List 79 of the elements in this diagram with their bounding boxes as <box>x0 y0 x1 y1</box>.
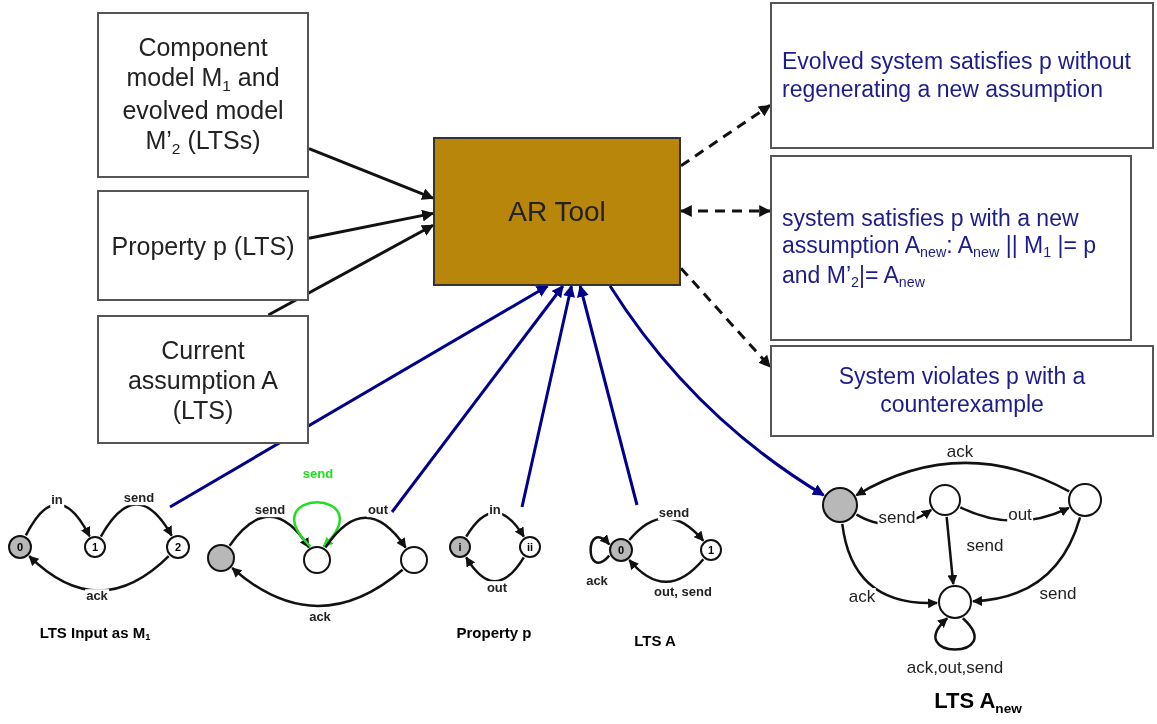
edge-label: send <box>877 509 917 527</box>
edge-label: ack <box>308 610 332 624</box>
box-text: Component model M$_{1}$ and evolved model M’$_{2}$ (LTSs) <box>121 31 285 159</box>
state-label: 2 <box>174 541 182 553</box>
state-circle <box>938 585 972 619</box>
diagram-caption: LTS Input as M$_{1}$ <box>39 623 151 643</box>
arrow <box>308 209 435 240</box>
state-circle <box>519 536 541 558</box>
state-circle <box>400 546 428 574</box>
arrow <box>841 523 938 608</box>
edge-label: ack <box>85 589 109 603</box>
state-label: ii <box>526 541 534 553</box>
state-label: i <box>458 541 462 553</box>
arrow <box>520 284 575 508</box>
edge-label: send <box>122 491 156 505</box>
state-label: 1 <box>707 544 715 556</box>
arrow <box>945 516 958 586</box>
state-label: 1 <box>91 541 99 553</box>
arrow <box>855 461 1070 497</box>
arrow <box>308 147 435 200</box>
input-box <box>97 12 309 178</box>
diagram-caption: LTS A$_{new}$ <box>934 688 1022 716</box>
state-circle <box>1068 483 1102 517</box>
arrow <box>231 567 404 608</box>
edge-label: in <box>50 493 64 507</box>
box-text: system satisfies p with a new assumption A$_{new}$: A$_{new}$ || M$_{1}$ |= p and M’$_{2}$|= A$_{new}$ <box>782 204 1098 292</box>
result-box <box>770 2 1154 149</box>
self-loop-arrow <box>589 534 611 564</box>
box-text: Property p (LTS) <box>111 230 295 261</box>
state-circle <box>700 539 722 561</box>
input-box <box>97 315 309 444</box>
diagram-caption: Property p <box>456 623 532 641</box>
initial-state-circle <box>449 536 471 558</box>
self-loop-arrow <box>293 501 341 548</box>
edge-label: ack <box>585 574 609 588</box>
dashed-arrow <box>680 104 771 167</box>
initial-state-circle <box>207 544 235 572</box>
edge-label: send <box>253 503 287 517</box>
arrow <box>577 284 639 506</box>
state-circle <box>303 546 331 574</box>
initial-state-circle <box>8 535 32 559</box>
arrow <box>465 511 525 538</box>
state-circle <box>929 484 961 516</box>
box-text: Current assumption A (LTS) <box>126 334 280 425</box>
initial-state-circle <box>609 538 633 562</box>
state-label: 0 <box>16 541 24 553</box>
arrow <box>628 558 705 583</box>
state-circle <box>166 535 190 559</box>
arrow <box>324 516 407 549</box>
arrow <box>267 223 435 317</box>
state-label: 0 <box>617 544 625 556</box>
edge-label: send <box>301 467 335 481</box>
state-circle <box>84 536 106 558</box>
result-box <box>770 345 1154 437</box>
arrow <box>972 516 1082 606</box>
arrow <box>228 515 310 549</box>
arrow <box>24 503 91 538</box>
edge-label: in <box>488 503 502 517</box>
diagram-caption: LTS A <box>634 631 676 649</box>
box-text: Evolved system satisfies p without regenerating a new assumption <box>782 47 1132 104</box>
arrow <box>99 503 173 538</box>
input-box <box>97 190 309 301</box>
edge-label: out <box>485 581 509 595</box>
edge-label: out, send <box>653 585 713 599</box>
tool-box <box>433 137 681 286</box>
arrow <box>390 285 565 513</box>
arrow <box>28 555 170 592</box>
initial-state-circle <box>822 487 858 523</box>
box-text: AR Tool <box>508 194 606 229</box>
arrow <box>465 556 525 583</box>
edge-label: out <box>366 503 390 517</box>
arrow <box>608 285 825 497</box>
edge-label: ack,out,send <box>905 659 1005 677</box>
arrow <box>169 284 549 509</box>
result-box <box>770 155 1132 341</box>
box-text: System violates p with a counterexample <box>837 363 1087 419</box>
self-loop-arrow <box>934 617 976 651</box>
edge-label: out <box>1007 506 1033 524</box>
edge-label: send <box>657 506 691 520</box>
